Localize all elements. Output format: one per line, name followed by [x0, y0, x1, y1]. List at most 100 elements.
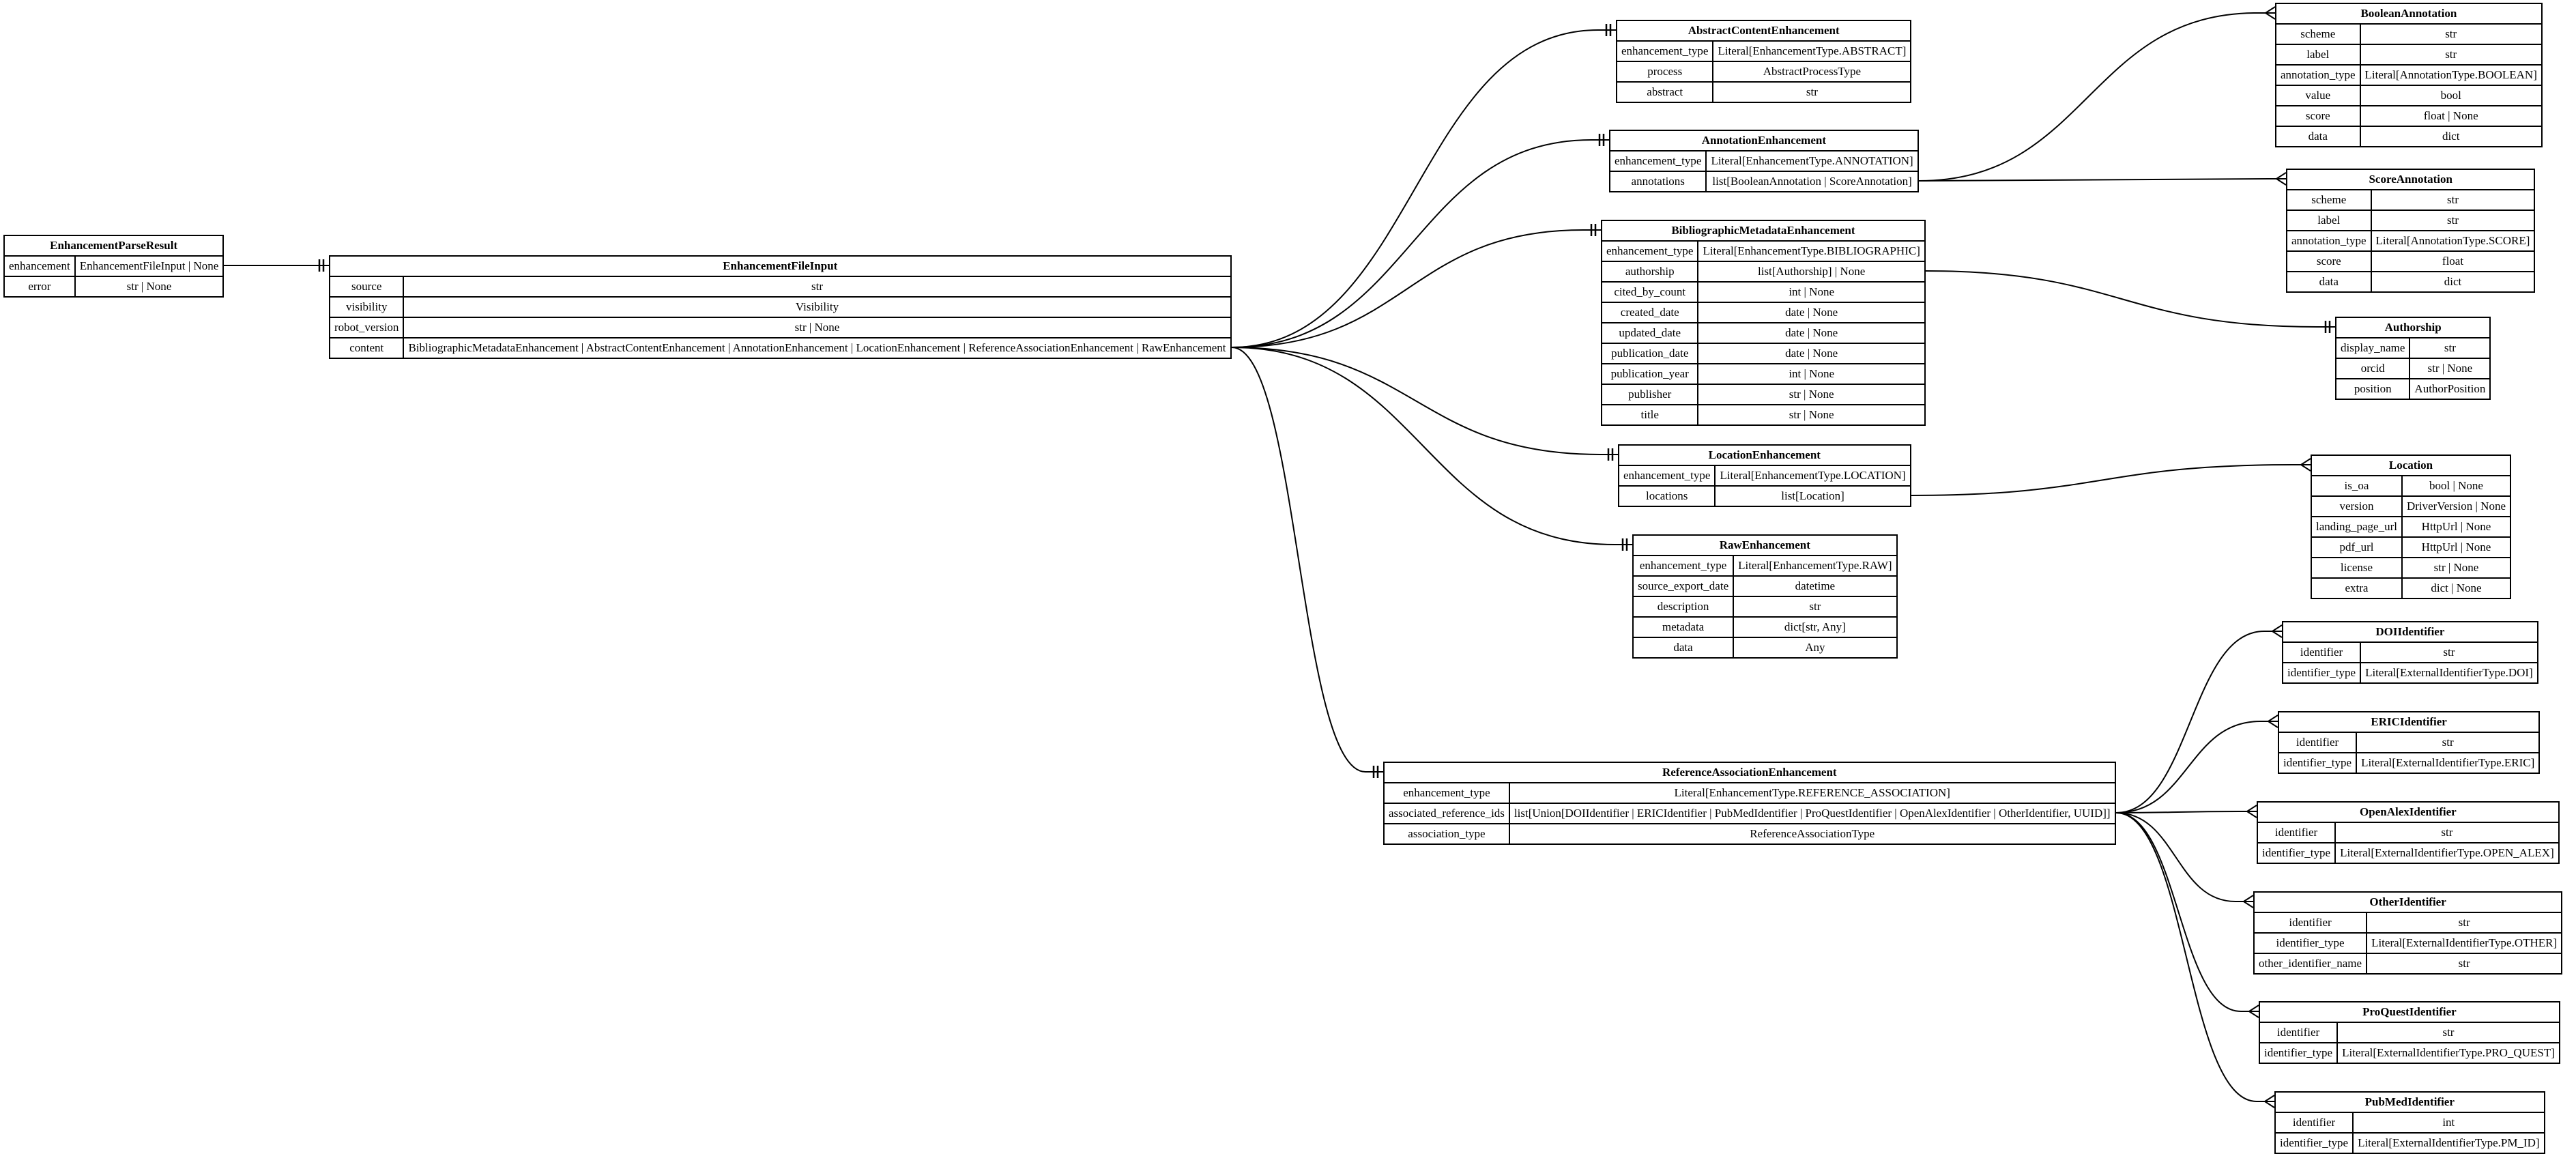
field-type: str	[2334, 822, 2560, 843]
field-type: Literal[ExternalIdentifierType.OPEN_ALEX…	[2334, 842, 2560, 864]
cardinality-many-mark	[2265, 6, 2276, 20]
entity-title: AnnotationEnhancement	[1609, 130, 1919, 152]
cardinality-many-mark	[2276, 172, 2287, 186]
field-name: associated_reference_ids	[1383, 803, 1510, 824]
field-type: list[BooleanAnnotation | ScoreAnnotation…	[1705, 171, 1919, 192]
field-name: orcid	[2334, 358, 2411, 379]
edge-enhancement-file-input-to-reference-association-enhancement	[1231, 347, 1383, 773]
field-type: Visibility	[403, 296, 1232, 318]
field-type: str | None	[2409, 358, 2491, 379]
edge-enhancement-file-input-to-bibliographic-metadata-enhancement	[1231, 229, 1601, 348]
field-type: str | None	[403, 317, 1232, 338]
edge-reference-association-enhancement-to-other-identifier	[2115, 812, 2253, 902]
field-name: enhancement_type	[1608, 150, 1707, 172]
field-type: str	[403, 276, 1232, 298]
field-type: bool	[2359, 85, 2543, 106]
field-type: Literal[ExternalIdentifierType.PRO_QUEST…	[2336, 1042, 2560, 1064]
field-name: version	[2311, 495, 2403, 517]
field-type: AuthorPosition	[2409, 378, 2491, 400]
field-name: enhancement_type	[1383, 782, 1510, 804]
field-type: str	[2366, 912, 2563, 934]
field-type: Literal[ExternalIdentifierType.ERIC]	[2356, 752, 2541, 774]
edge-location-enhancement-to-location	[1911, 464, 2311, 496]
field-name: display_name	[2334, 337, 2411, 359]
field-type: str	[2370, 189, 2536, 211]
edge-reference-association-enhancement-to-open-alex-identifier	[2115, 811, 2257, 813]
field-type: DriverVersion | None	[2401, 495, 2512, 517]
field-name: process	[1615, 61, 1714, 83]
field-name: publication_year	[1600, 363, 1699, 385]
field-name: value	[2275, 85, 2361, 106]
cardinality-many-mark	[2264, 1095, 2275, 1108]
cardinality-many-mark	[2268, 715, 2278, 728]
field-type: Any	[1733, 637, 1898, 659]
field-type: date | None	[1697, 302, 1926, 323]
field-type: str	[2360, 641, 2538, 663]
field-name: visibility	[328, 296, 405, 318]
field-type: dict[str, Any]	[1733, 616, 1898, 638]
field-type: float	[2370, 250, 2536, 272]
field-name: source_export_date	[1632, 575, 1735, 597]
field-type: list[Union[DOIIdentifier | ERICIdentifie…	[1508, 803, 2116, 824]
edge-enhancement-file-input-to-location-enhancement	[1231, 347, 1618, 455]
field-type: int	[2352, 1112, 2545, 1134]
entity-title: RawEnhancement	[1632, 534, 1898, 556]
entity-title: PubMedIdentifier	[2274, 1091, 2545, 1113]
field-type: Literal[EnhancementType.ANNOTATION]	[1705, 150, 1919, 172]
field-type: int | None	[1697, 363, 1926, 385]
cardinality-many-mark	[2243, 895, 2254, 908]
field-type: date | None	[1697, 343, 1926, 364]
field-name: label	[2275, 44, 2361, 66]
field-type: Literal[EnhancementType.RAW]	[1733, 555, 1898, 577]
field-name: identifier_type	[2281, 662, 2362, 684]
field-type: float | None	[2359, 105, 2543, 127]
entity-title: Authorship	[2334, 317, 2491, 338]
field-name: license	[2311, 557, 2403, 579]
entity-title: EnhancementFileInput	[329, 255, 1232, 277]
field-name: landing_page_url	[2311, 516, 2403, 538]
field-name: created_date	[1600, 302, 1699, 323]
edge-enhancement-file-input-to-raw-enhancement	[1231, 347, 1632, 545]
field-name: identifier	[2253, 912, 2368, 934]
field-name: identifier_type	[2258, 1042, 2339, 1064]
field-name: error	[3, 276, 76, 298]
field-name: annotations	[1608, 171, 1707, 192]
field-type: EnhancementFileInput | None	[74, 255, 225, 277]
field-name: annotation_type	[2275, 64, 2361, 86]
field-type: dict	[2359, 126, 2543, 147]
entity-title: ERICIdentifier	[2277, 711, 2541, 733]
field-name: identifier_type	[2253, 932, 2368, 954]
field-type: str	[2359, 44, 2543, 66]
field-type: Literal[EnhancementType.ABSTRACT]	[1712, 40, 1912, 62]
field-name: identifier_type	[2277, 752, 2358, 774]
field-type: bool | None	[2401, 475, 2512, 497]
field-name: description	[1632, 596, 1735, 618]
entity-title: ScoreAnnotation	[2285, 169, 2536, 190]
field-type: Literal[ExternalIdentifierType.DOI]	[2360, 662, 2538, 684]
